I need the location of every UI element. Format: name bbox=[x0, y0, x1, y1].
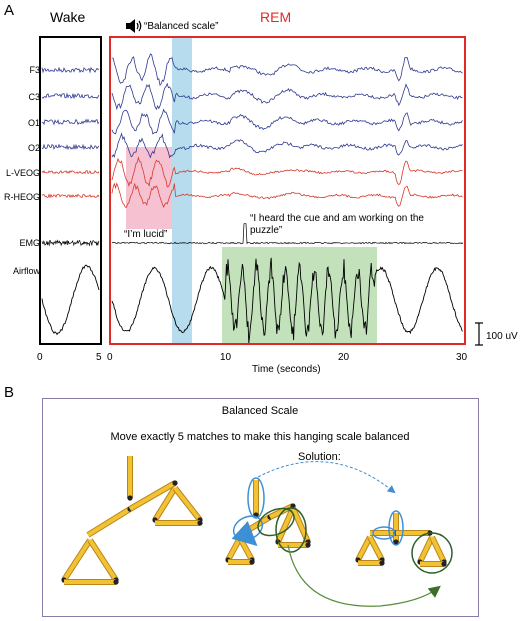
wake-trace-emg bbox=[41, 239, 100, 247]
match-head bbox=[113, 579, 119, 585]
green-circle-mid bbox=[257, 507, 295, 537]
match-head bbox=[127, 495, 133, 501]
rem-trace-r-heog bbox=[111, 182, 463, 208]
wake-trace-o1 bbox=[41, 118, 100, 126]
match bbox=[88, 538, 118, 582]
wake-frame bbox=[39, 36, 102, 345]
channel-label-o1: O1 bbox=[27, 118, 40, 128]
match bbox=[226, 537, 242, 561]
match bbox=[430, 536, 446, 563]
channel-label-r-heog: R-HEOG bbox=[4, 192, 40, 202]
rem-trace-l-veog bbox=[111, 156, 463, 188]
wake-trace-r-heog bbox=[41, 193, 100, 199]
match-head bbox=[441, 561, 447, 567]
rem-trace-o1 bbox=[111, 108, 463, 135]
puzzle-box bbox=[42, 398, 479, 617]
matches bbox=[61, 456, 447, 585]
cue-label: “Balanced scale” bbox=[144, 21, 219, 32]
match bbox=[153, 486, 177, 522]
scale-bar-label: 100 uV bbox=[486, 331, 518, 342]
match-head bbox=[379, 560, 385, 566]
matchstick-puzzle bbox=[61, 456, 453, 607]
match-head bbox=[197, 520, 203, 526]
match bbox=[128, 481, 177, 511]
tick-rem-20: 20 bbox=[338, 352, 350, 363]
green-move-arrow bbox=[287, 544, 441, 607]
rem-frame bbox=[109, 36, 466, 345]
match bbox=[86, 507, 132, 537]
match-head bbox=[393, 539, 399, 545]
match-head bbox=[305, 542, 311, 548]
x-axis-label: Time (seconds) bbox=[252, 364, 321, 375]
lucid-band bbox=[126, 147, 172, 229]
blue-circle-top bbox=[247, 477, 265, 519]
tick-wake-0: 0 bbox=[37, 352, 43, 363]
lucid-label: “I’m lucid” bbox=[124, 229, 168, 240]
rem-trace-airflow bbox=[111, 257, 463, 344]
blue-rotate-arrow bbox=[231, 521, 258, 547]
match-head bbox=[172, 480, 178, 486]
blue-move-arrow bbox=[257, 461, 396, 494]
rem-traces bbox=[111, 53, 464, 344]
match bbox=[356, 536, 372, 561]
green-circle-solution bbox=[411, 532, 453, 574]
puzzle-title: Balanced Scale bbox=[221, 405, 299, 417]
rem-trace-o2 bbox=[111, 132, 463, 159]
channel-label-f3: F3 bbox=[29, 65, 40, 75]
match bbox=[173, 486, 202, 522]
channel-label-o2: O2 bbox=[27, 143, 40, 153]
channel-label-airflow: Airflow bbox=[12, 266, 40, 276]
panel-b-letter: B bbox=[4, 384, 15, 401]
wake-label: Wake bbox=[50, 9, 86, 25]
tick-wake-5: 5 bbox=[96, 352, 102, 363]
rem-trace-emg bbox=[111, 223, 464, 245]
wake-trace-airflow bbox=[41, 264, 100, 336]
wake-trace-c3 bbox=[41, 92, 100, 99]
wake-trace-l-veog bbox=[41, 170, 100, 175]
cue-band bbox=[172, 37, 192, 343]
match bbox=[418, 536, 434, 563]
tick-rem-0: 0 bbox=[107, 352, 113, 363]
green-circle-right bbox=[275, 507, 307, 553]
tick-rem-10: 10 bbox=[220, 352, 232, 363]
rem-label: REM bbox=[260, 9, 292, 25]
match bbox=[62, 538, 92, 582]
heard-label: “I heard the cue and am working on the p… bbox=[250, 213, 424, 236]
channel-label-l-veog: L-VEOG bbox=[5, 168, 40, 178]
solution-label: Solution: bbox=[298, 451, 341, 463]
rem-trace-c3 bbox=[111, 82, 463, 111]
channel-label-c3: C3 bbox=[28, 92, 40, 102]
tick-rem-30: 30 bbox=[456, 352, 468, 363]
match bbox=[276, 507, 295, 543]
psg-traces bbox=[39, 36, 483, 346]
puzzle-instruction: Move exactly 5 matches to make this hang… bbox=[110, 431, 410, 443]
wake-trace-o2 bbox=[41, 143, 100, 151]
match-head bbox=[249, 559, 255, 565]
wake-traces bbox=[41, 66, 100, 336]
match bbox=[368, 536, 384, 561]
wake-trace-f3 bbox=[41, 66, 100, 74]
channel-label-emg: EMG bbox=[19, 238, 40, 248]
blue-circle-solution-left bbox=[372, 526, 396, 540]
speaker-icon bbox=[126, 19, 142, 33]
panel-a-letter: A bbox=[4, 2, 15, 19]
rem-trace-f3 bbox=[111, 53, 463, 86]
